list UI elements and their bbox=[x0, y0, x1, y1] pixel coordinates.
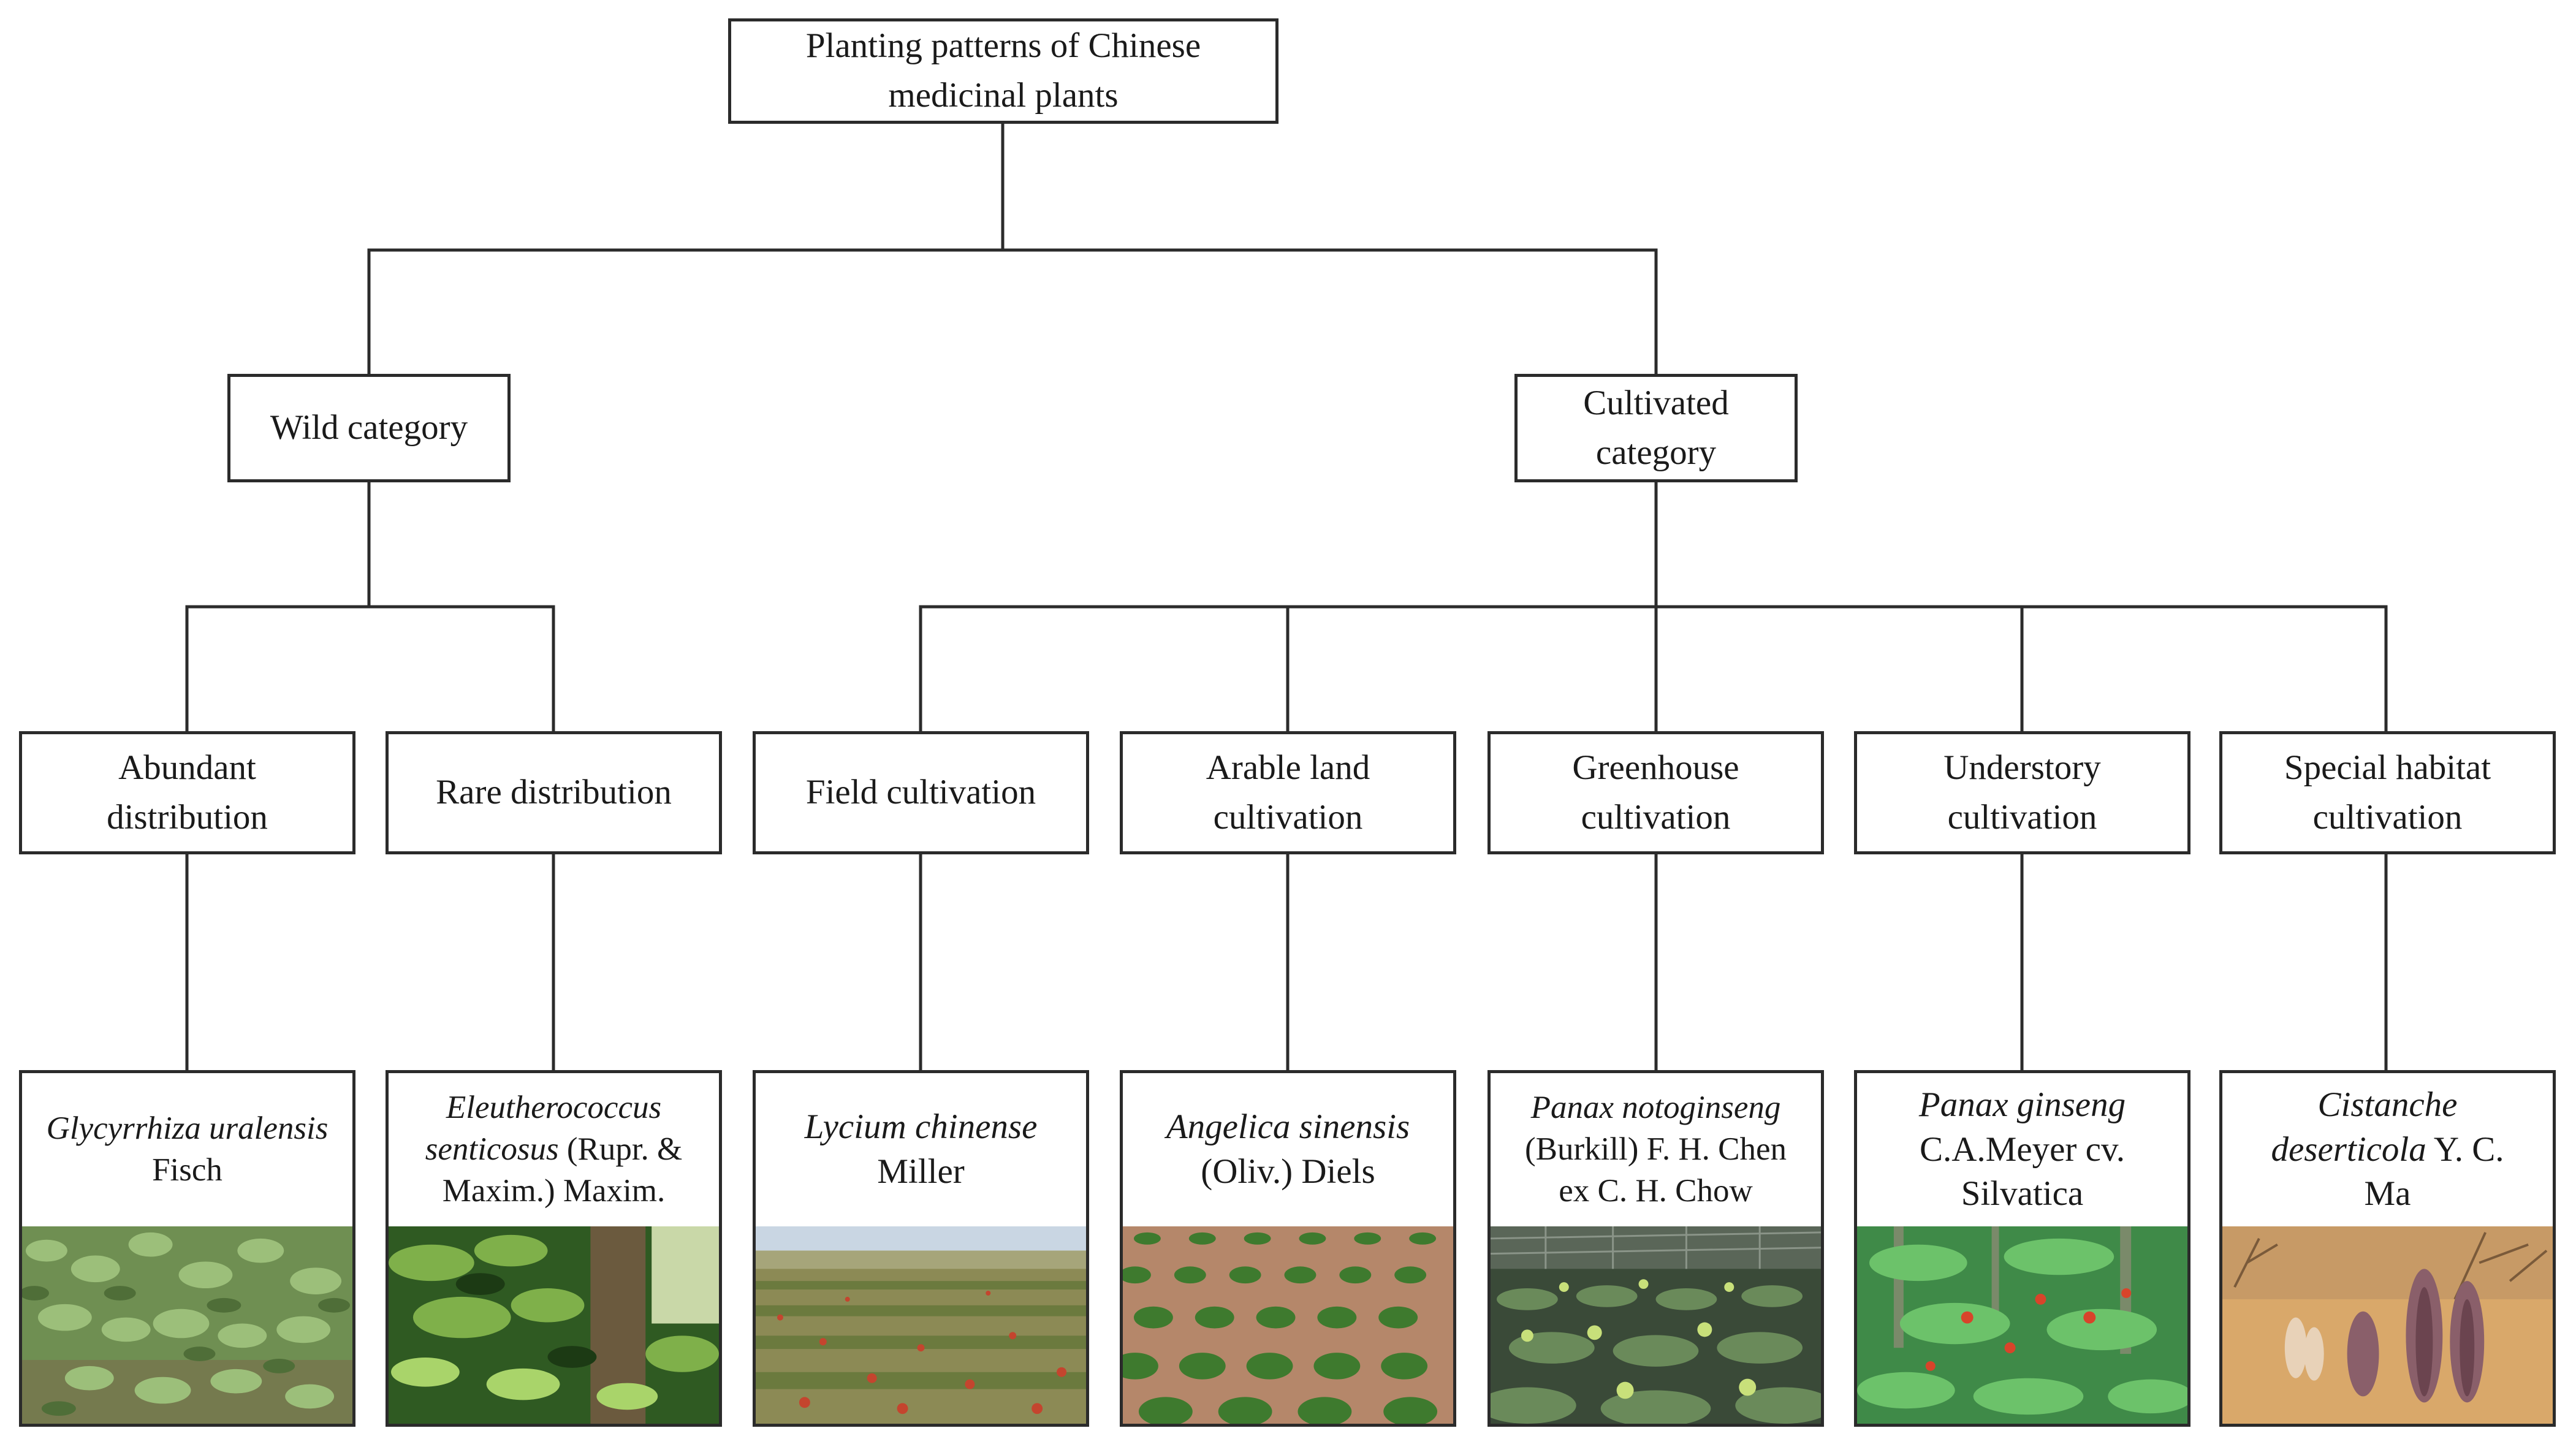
species-latin-name: Glycyrrhiza uralensis bbox=[46, 1111, 329, 1147]
subcategory-line-2: cultivation bbox=[1213, 797, 1363, 837]
species-cultivar: Silvatica bbox=[1961, 1174, 2084, 1213]
species-photo-desert-cistanche bbox=[2222, 1226, 2553, 1424]
wild-category-node: Wild category bbox=[227, 374, 511, 482]
subcategory-arable-land-cultivation: Arable land cultivation bbox=[1120, 731, 1456, 854]
species-authority: (Burkill) F. H. Chen bbox=[1524, 1131, 1787, 1168]
species-label: Glycyrrhiza uralensis Fisch bbox=[22, 1073, 352, 1226]
wild-category-label: Wild category bbox=[270, 408, 468, 447]
species-photo-wild-licorice bbox=[22, 1226, 352, 1424]
species-photo-goji-field bbox=[756, 1226, 1086, 1424]
species-card-glycyrrhiza: Glycyrrhiza uralensis Fisch bbox=[19, 1070, 355, 1427]
subcategory-line-1: Greenhouse bbox=[1572, 748, 1739, 787]
cultivated-category-line-1: Cultivated bbox=[1583, 383, 1729, 422]
cultivated-category-node: Cultivated category bbox=[1514, 374, 1798, 482]
species-label: Panax ginseng C.A.Meyer cv. Silvatica bbox=[1857, 1073, 2187, 1226]
species-label: Panax notoginseng (Burkill) F. H. Chen e… bbox=[1491, 1073, 1821, 1226]
species-card-lycium: Lycium chinense Miller bbox=[753, 1070, 1089, 1427]
species-latin-name: Eleutherococcus bbox=[446, 1090, 662, 1126]
species-latin-name: Lycium chinense bbox=[804, 1107, 1038, 1147]
species-card-panax-ginseng: Panax ginseng C.A.Meyer cv. Silvatica bbox=[1854, 1070, 2190, 1427]
subcategory-line-1: Rare distribution bbox=[436, 773, 672, 812]
subcategory-line-1: Special habitat bbox=[2284, 748, 2491, 787]
species-card-eleutherococcus: Eleutherococcus senticosus (Rupr. & Maxi… bbox=[386, 1070, 722, 1427]
species-label: Angelica sinensis (Oliv.) Diels bbox=[1123, 1073, 1453, 1226]
subcategory-special-habitat-cultivation: Special habitat cultivation bbox=[2219, 731, 2556, 854]
species-authority: Maxim.) Maxim. bbox=[442, 1172, 666, 1209]
subcategory-line-2: cultivation bbox=[1947, 797, 2097, 837]
species-authority-cont: ex C. H. Chow bbox=[1559, 1172, 1753, 1209]
subcategory-line-2: cultivation bbox=[1581, 797, 1731, 837]
species-latin-name: Cistanche bbox=[2317, 1085, 2458, 1124]
species-photo-forest-shrub bbox=[389, 1226, 719, 1424]
root-node: Planting patterns of Chinese medicinal p… bbox=[728, 18, 1279, 124]
subcategory-line-1: Arable land bbox=[1206, 748, 1370, 787]
species-label: Lycium chinense Miller bbox=[756, 1073, 1086, 1226]
species-photo-forest-ginseng bbox=[1857, 1226, 2187, 1424]
subcategory-greenhouse-cultivation: Greenhouse cultivation bbox=[1487, 731, 1824, 854]
species-photo-greenhouse bbox=[1491, 1226, 1821, 1424]
subcategory-field-cultivation: Field cultivation bbox=[753, 731, 1089, 854]
cultivated-category-line-2: category bbox=[1595, 433, 1717, 472]
subcategory-abundant-distribution: Abundant distribution bbox=[19, 731, 355, 854]
species-latin-name: Panax notoginseng bbox=[1530, 1090, 1781, 1126]
species-label: Eleutherococcus senticosus (Rupr. & Maxi… bbox=[389, 1073, 719, 1226]
species-card-cistanche: Cistanche deserticola Y. C. Ma bbox=[2219, 1070, 2556, 1427]
species-latin-epithet: deserticola bbox=[2271, 1130, 2426, 1169]
subcategory-line-2: distribution bbox=[107, 797, 268, 837]
species-authority: Fisch bbox=[152, 1152, 222, 1188]
root-line-1: Planting patterns of Chinese bbox=[805, 26, 1201, 66]
subcategory-line-1: Field cultivation bbox=[805, 773, 1036, 812]
species-authority-part: Y. C. bbox=[2426, 1130, 2504, 1169]
species-latin-name: Angelica sinensis bbox=[1166, 1107, 1410, 1147]
species-label: Cistanche deserticola Y. C. Ma bbox=[2222, 1073, 2553, 1226]
species-authority: C.A.Meyer cv. bbox=[1919, 1130, 2126, 1169]
species-card-angelica: Angelica sinensis (Oliv.) Diels bbox=[1120, 1070, 1456, 1427]
root-line-2: medicinal plants bbox=[888, 76, 1119, 115]
subcategory-line-1: Understory bbox=[1943, 748, 2101, 787]
species-authority-part: (Rupr. & bbox=[558, 1131, 683, 1168]
species-authority: Ma bbox=[2364, 1174, 2411, 1213]
subcategory-line-2: cultivation bbox=[2312, 797, 2463, 837]
subcategory-understory-cultivation: Understory cultivation bbox=[1854, 731, 2190, 854]
species-latin-name: Panax ginseng bbox=[1918, 1085, 2126, 1124]
subcategory-rare-distribution: Rare distribution bbox=[386, 731, 722, 854]
subcategory-line-1: Abundant bbox=[118, 748, 256, 787]
species-card-panax-notoginseng: Panax notoginseng (Burkill) F. H. Chen e… bbox=[1487, 1070, 1824, 1427]
species-photo-seedling-rows bbox=[1123, 1226, 1453, 1424]
species-authority: (Oliv.) Diels bbox=[1201, 1152, 1375, 1191]
species-latin-epithet: senticosus bbox=[425, 1131, 559, 1168]
species-authority: Miller bbox=[877, 1152, 965, 1191]
